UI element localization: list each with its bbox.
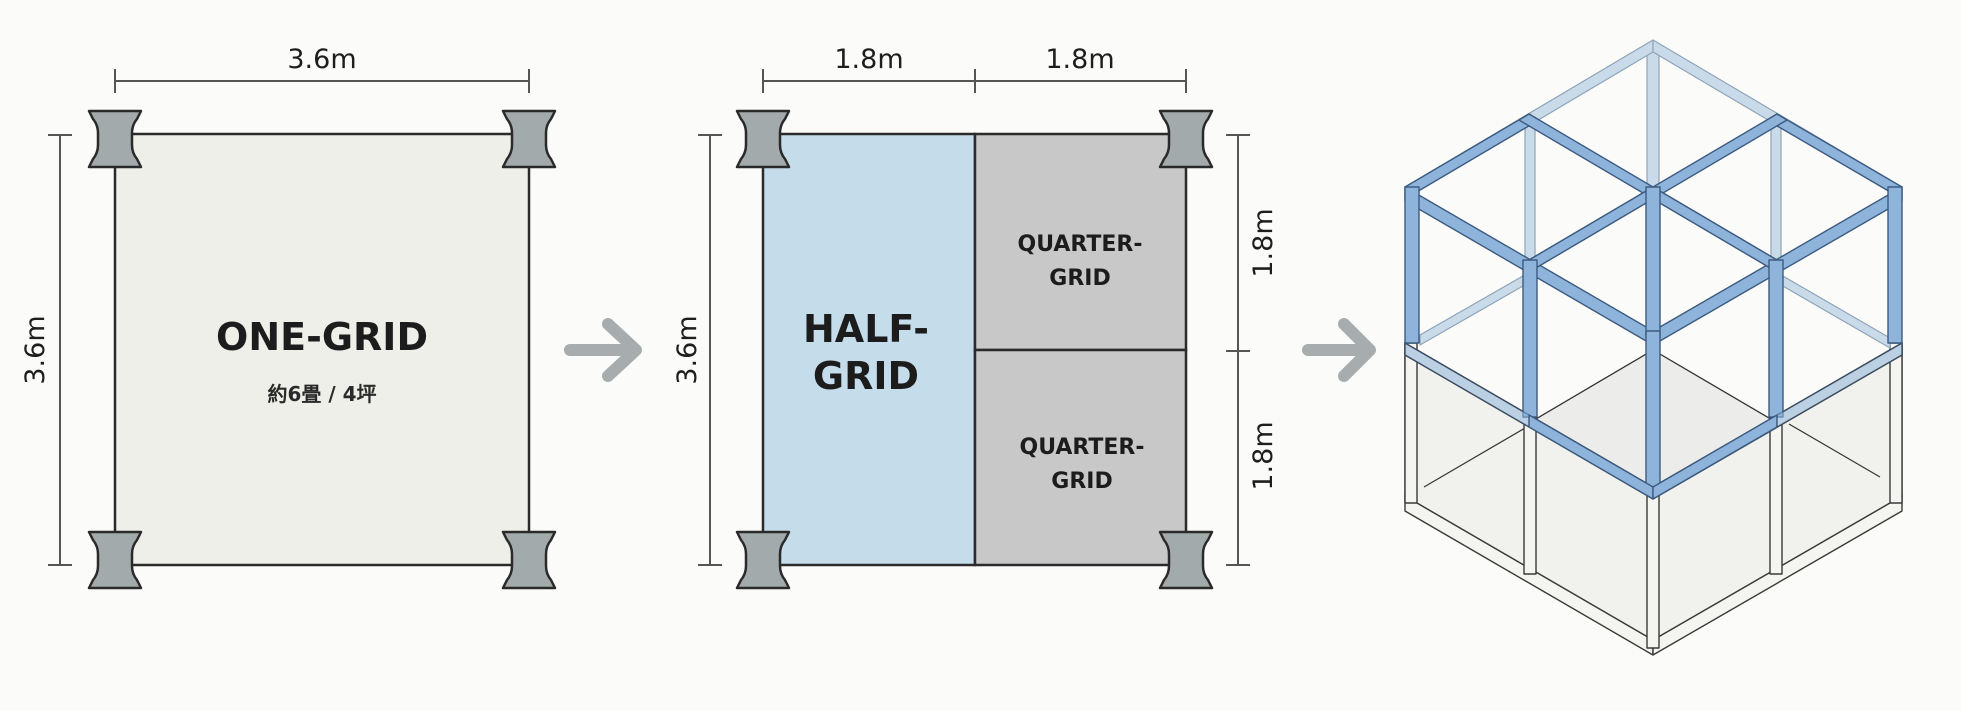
top-dimension: 1.8m 1.8m (762, 44, 1187, 93)
width-dimension: 3.6m (114, 44, 530, 93)
left-dimension: 3.6m (672, 134, 722, 566)
height-label: 3.6m (20, 315, 51, 384)
column-icon (87, 530, 143, 590)
quarter-grid-label-line2: GRID (1051, 469, 1112, 494)
one-grid-panel: 3.6m 3.6m ONE-GRID 約6畳 / 4坪 (20, 44, 557, 590)
column-icon (735, 530, 791, 590)
right-bottom-label: 1.8m (1248, 421, 1279, 490)
upper-level-frame (1404, 39, 1903, 500)
quarter-grid-label-line2: GRID (1049, 266, 1110, 291)
subdivided-panel: 1.8m 1.8m 3.6m 1.8m 1.8m HALF- GRID QUAR… (672, 44, 1279, 590)
right-top-label: 1.8m (1248, 208, 1279, 277)
column-icon (1158, 109, 1214, 169)
one-grid-title: ONE-GRID (216, 315, 428, 359)
arrow-right-icon (564, 318, 642, 382)
half-grid-area (761, 132, 977, 567)
column-icon (1158, 530, 1214, 590)
column-icon (501, 109, 557, 169)
isometric-frame (1403, 39, 1904, 656)
half-grid-label-line1: HALF- (803, 307, 929, 351)
quarter-grid-area-bottom (973, 348, 1188, 567)
quarter-grid-label-line1: QUARTER- (1018, 232, 1143, 257)
column-icon (735, 109, 791, 169)
quarter-grid-area-top (973, 132, 1188, 352)
top-left-label: 1.8m (834, 44, 903, 75)
column-icon (87, 109, 143, 169)
width-label: 3.6m (287, 44, 356, 75)
one-grid-area (113, 132, 531, 567)
quarter-grid-label-line1: QUARTER- (1020, 435, 1145, 460)
height-dimension: 3.6m (20, 134, 72, 566)
right-dimension: 1.8m 1.8m (1226, 134, 1279, 566)
half-grid-label-line2: GRID (813, 354, 919, 398)
arrow-right-icon (1302, 318, 1376, 382)
left-label: 3.6m (672, 315, 703, 384)
one-grid-subtitle: 約6畳 / 4坪 (267, 382, 376, 406)
top-right-label: 1.8m (1045, 44, 1114, 75)
column-icon (501, 530, 557, 590)
